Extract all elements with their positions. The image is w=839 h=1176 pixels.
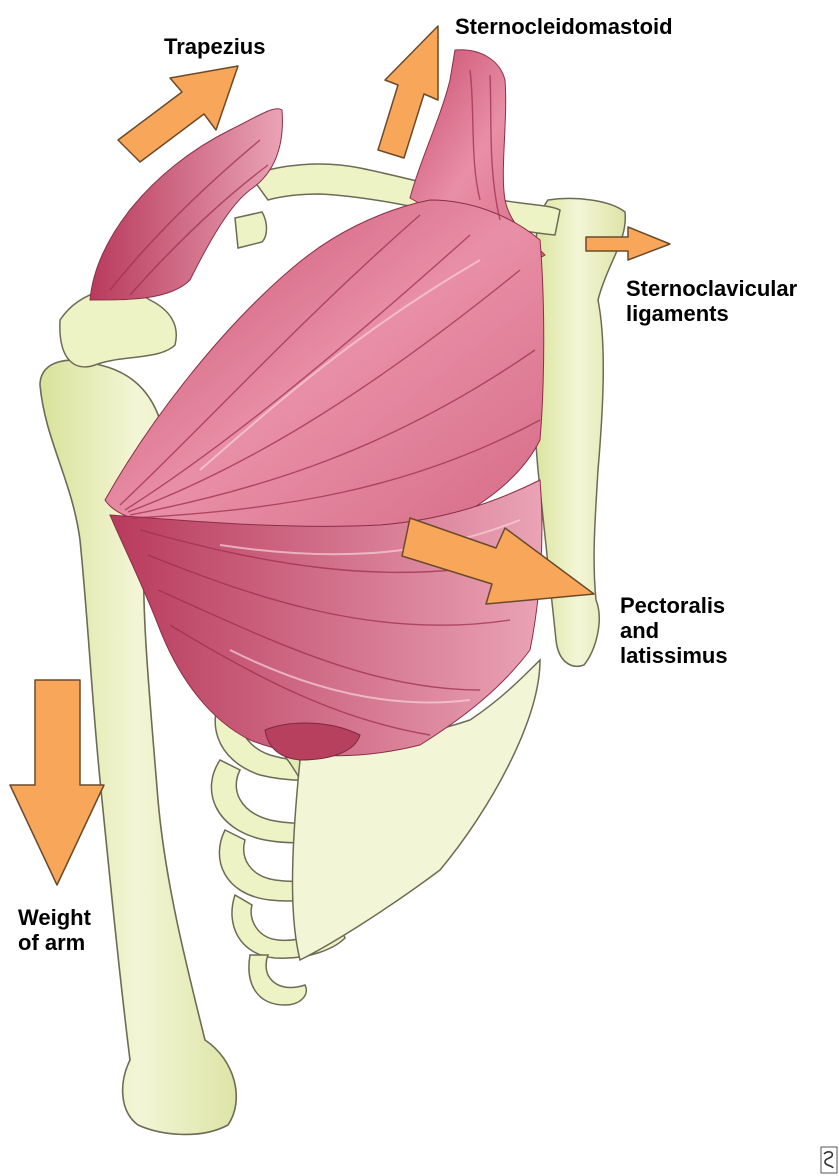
pectoralis-label-line1: Pectoralis xyxy=(620,593,726,618)
sternocleidomastoid-label: Sternocleidomastoid xyxy=(455,14,673,39)
sternocleidomastoid-arrow-icon xyxy=(377,25,439,159)
trapezius-label: Trapezius xyxy=(164,34,265,59)
muscle-fibres xyxy=(109,69,541,736)
pectoralis-label-line2: and xyxy=(620,618,660,643)
pectoralis-arrow-icon xyxy=(401,517,595,605)
sternoclavicular-label-line1: Sternoclavicular xyxy=(626,276,798,301)
trapezius-arrow-icon xyxy=(117,65,239,163)
trapezius-muscle xyxy=(89,108,283,301)
pectoralis-label-line3: latissimus xyxy=(620,643,728,668)
sternoclavicular-arrow-icon xyxy=(585,226,671,261)
scapula xyxy=(59,288,177,368)
trapezius-label-text: Trapezius xyxy=(164,34,266,59)
pectoralis-label: Pectoralis and latissimus xyxy=(620,593,728,668)
weight-arrow-icon xyxy=(9,679,105,886)
corner-logo-icon xyxy=(820,1146,838,1174)
force-arrows xyxy=(9,25,671,886)
muscle-highlights xyxy=(199,259,521,704)
sternocleidomastoid-label-text: Sternocleidomastoid xyxy=(455,14,673,39)
weight-label-line2: of arm xyxy=(18,930,86,955)
sternoclavicular-label: Sternoclavicular ligaments xyxy=(626,276,797,326)
coracoid xyxy=(234,211,268,249)
sternoclavicular-label-line2: ligaments xyxy=(626,301,729,326)
weight-label: Weight of arm xyxy=(18,905,91,955)
deep-muscle xyxy=(264,722,361,761)
weight-label-line1: Weight xyxy=(18,905,91,930)
